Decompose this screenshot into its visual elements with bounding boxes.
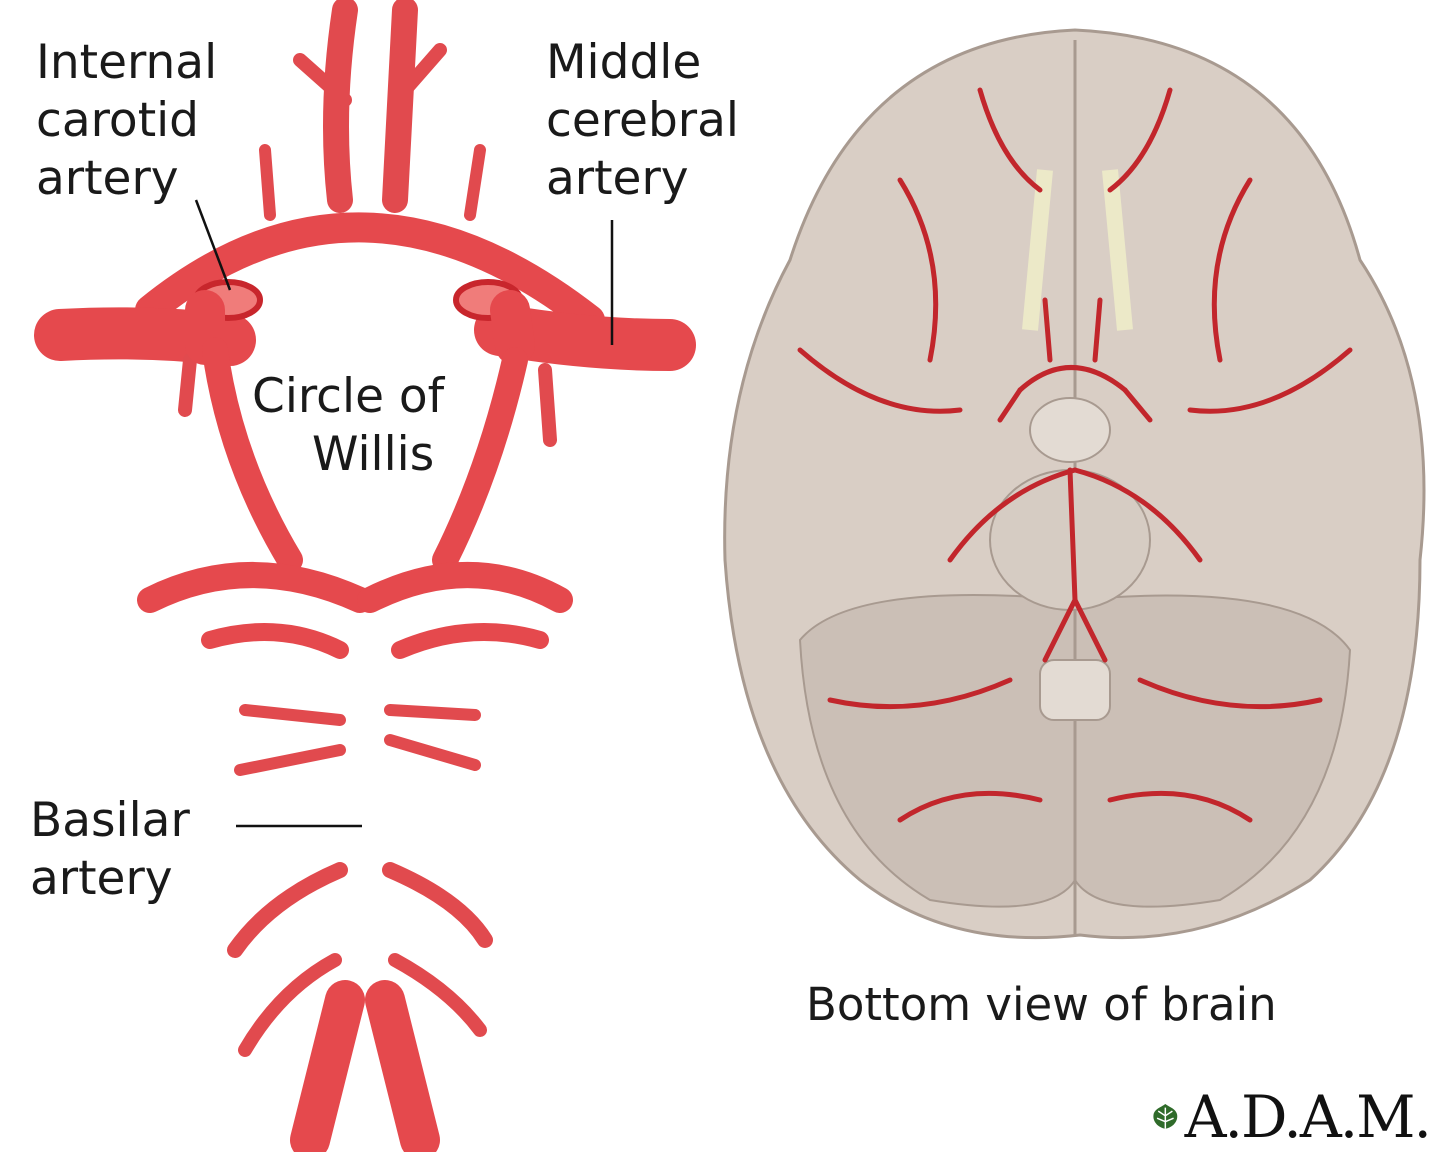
adam-logo: A.D.A.M.	[1150, 1082, 1432, 1152]
label-internal-carotid-artery: Internal carotid artery	[36, 34, 217, 208]
label-line: Circle of	[252, 369, 445, 424]
label-line: artery	[546, 151, 689, 206]
label-line: artery	[30, 851, 173, 906]
medulla	[1039, 659, 1111, 721]
leader-lines	[194, 199, 614, 828]
olfactory-right	[1102, 169, 1133, 331]
label-circle-of-willis: Circle of Willis	[252, 368, 444, 484]
anterior-branch-left	[323, 0, 358, 213]
label-basilar-artery: Basilar artery	[30, 792, 190, 908]
anterior-arch	[135, 212, 605, 335]
logo-text: A.D.A.M.	[1184, 1083, 1432, 1151]
circle-left-side	[202, 337, 303, 573]
posterior-cerebral-left	[137, 562, 373, 613]
brain-vessels	[797, 87, 1353, 823]
label-line: Willis	[312, 427, 435, 482]
artery-tree	[34, 0, 696, 1152]
anterior-branch-right	[382, 0, 418, 213]
label-middle-cerebral-artery: Middle cerebral artery	[546, 34, 739, 208]
label-line: cerebral	[546, 93, 739, 148]
label-line: carotid	[36, 93, 200, 148]
label-line: Internal	[36, 35, 218, 90]
leader-internal-carotid	[194, 199, 232, 291]
label-bottom-view-of-brain: Bottom view of brain	[806, 978, 1277, 1031]
leaf-icon	[1153, 1104, 1178, 1129]
circle-right-side	[432, 347, 528, 573]
brain-illustration	[723, 28, 1426, 940]
posterior-cerebral-right	[357, 562, 573, 613]
label-line: Basilar	[30, 793, 190, 848]
label-line: Middle	[546, 35, 702, 90]
label-line: artery	[36, 151, 179, 206]
brainstem	[1029, 397, 1111, 463]
olfactory-left	[1022, 169, 1053, 331]
